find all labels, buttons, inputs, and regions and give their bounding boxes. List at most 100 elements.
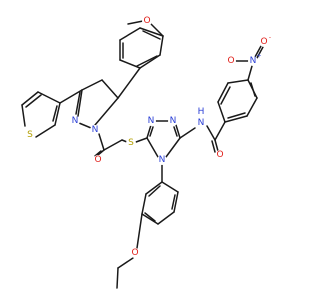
svg-text:N: N xyxy=(250,56,257,66)
atom-o-nitro-1: O - xyxy=(259,35,271,47)
bond-30 xyxy=(121,139,128,143)
bond-50 xyxy=(220,86,231,105)
svg-text:O: O xyxy=(216,150,223,160)
bond-61 xyxy=(141,213,159,225)
bond-15 xyxy=(77,89,83,117)
bond-65 xyxy=(144,212,156,222)
atom-n-triazole-1: N xyxy=(146,116,156,126)
bond-56 xyxy=(256,46,264,59)
svg-text:N: N xyxy=(148,116,155,126)
atom-o-ethoxy: O xyxy=(130,248,140,258)
bond-26 xyxy=(98,133,105,151)
bond-37 xyxy=(149,126,154,137)
bond-45 xyxy=(217,82,229,103)
svg-text:+: + xyxy=(256,53,261,60)
bond-39 xyxy=(179,127,196,139)
bond-55 xyxy=(254,45,262,58)
bond-16 xyxy=(75,91,81,115)
bond-64 xyxy=(171,194,176,210)
bond-36 xyxy=(146,137,159,158)
svg-text:H: H xyxy=(198,107,205,117)
bond-23 xyxy=(25,94,42,108)
bond-40 xyxy=(206,125,216,141)
svg-text:S: S xyxy=(27,130,33,140)
bond-24 xyxy=(52,105,58,122)
bond-12 xyxy=(94,97,119,126)
bond-69 xyxy=(116,267,119,289)
bond-25 xyxy=(78,122,92,129)
bond-17 xyxy=(59,89,83,104)
bond-4 xyxy=(119,59,141,69)
bond-29 xyxy=(103,139,123,151)
bond-18 xyxy=(37,91,61,104)
bond-59 xyxy=(173,191,179,213)
atom-label-layer: O N N S O S N xyxy=(25,16,271,258)
atom-s-thiophene: S xyxy=(25,130,35,140)
bond-48 xyxy=(246,97,258,117)
atom-n-amide: N xyxy=(196,118,206,128)
bond-19 xyxy=(21,91,39,106)
bond-3 xyxy=(139,54,161,69)
svg-text:O: O xyxy=(260,37,267,47)
bond-31 xyxy=(135,137,148,143)
bond-41 xyxy=(214,139,219,152)
svg-text:O: O xyxy=(143,16,150,26)
bond-44 xyxy=(217,101,226,123)
svg-text:O: O xyxy=(94,155,101,165)
bond-0 xyxy=(127,20,144,25)
bond-43 xyxy=(214,121,226,141)
atom-s-thioether: S xyxy=(126,138,136,148)
svg-text:S: S xyxy=(128,138,134,148)
atom-h-amide: H xyxy=(197,107,205,117)
svg-text:-: - xyxy=(269,35,271,42)
atom-n-pyrazoline-1: N xyxy=(70,116,80,126)
bond-8 xyxy=(136,55,158,67)
bond-32 xyxy=(146,124,152,139)
bond-layer xyxy=(21,20,264,289)
svg-text:N: N xyxy=(72,116,79,126)
bond-53 xyxy=(247,65,253,81)
bond-51 xyxy=(250,82,256,97)
atom-n-nitro: N + xyxy=(248,53,262,66)
bond-58 xyxy=(161,181,179,193)
bond-42 xyxy=(211,140,216,153)
svg-text:N: N xyxy=(170,116,177,126)
svg-text:N: N xyxy=(198,118,205,128)
bond-27 xyxy=(97,149,105,156)
molecule-structure-diagram: O N N S O S N xyxy=(21,16,271,289)
bond-6 xyxy=(119,27,141,41)
svg-text:N: N xyxy=(159,155,166,165)
bond-21 xyxy=(35,124,56,138)
bond-67 xyxy=(136,213,143,249)
bond-35 xyxy=(165,137,181,158)
atom-o-amide: O xyxy=(215,150,225,160)
atom-o-carbonyl: O xyxy=(93,155,103,165)
bond-63 xyxy=(145,181,163,195)
bond-11 xyxy=(117,67,141,99)
svg-text:N: N xyxy=(92,125,99,135)
bond-10 xyxy=(142,30,161,40)
bond-1 xyxy=(150,23,164,37)
bond-34 xyxy=(175,124,181,139)
atom-n-pyrazoline-2: N xyxy=(90,125,100,135)
bond-28 xyxy=(94,150,102,157)
bond-49 xyxy=(224,115,248,123)
atom-o-nitro-2: O xyxy=(226,56,236,66)
svg-text:O: O xyxy=(131,248,138,258)
bond-14 xyxy=(81,79,103,91)
bond-2 xyxy=(159,35,164,56)
bond-38 xyxy=(173,126,178,137)
bond-60 xyxy=(157,211,175,225)
bond-62 xyxy=(141,193,147,215)
bond-68 xyxy=(117,257,134,269)
bond-66 xyxy=(148,185,161,197)
atom-o-methoxy: O xyxy=(142,16,152,26)
bond-13 xyxy=(101,79,119,99)
bond-20 xyxy=(21,104,26,127)
bond-22 xyxy=(54,102,61,126)
bond-7 xyxy=(139,27,164,37)
atom-n-triazole-2: N xyxy=(168,116,178,126)
bond-46 xyxy=(227,79,249,84)
bond-52 xyxy=(227,112,246,119)
atom-n-triazole-4: N xyxy=(157,155,167,165)
